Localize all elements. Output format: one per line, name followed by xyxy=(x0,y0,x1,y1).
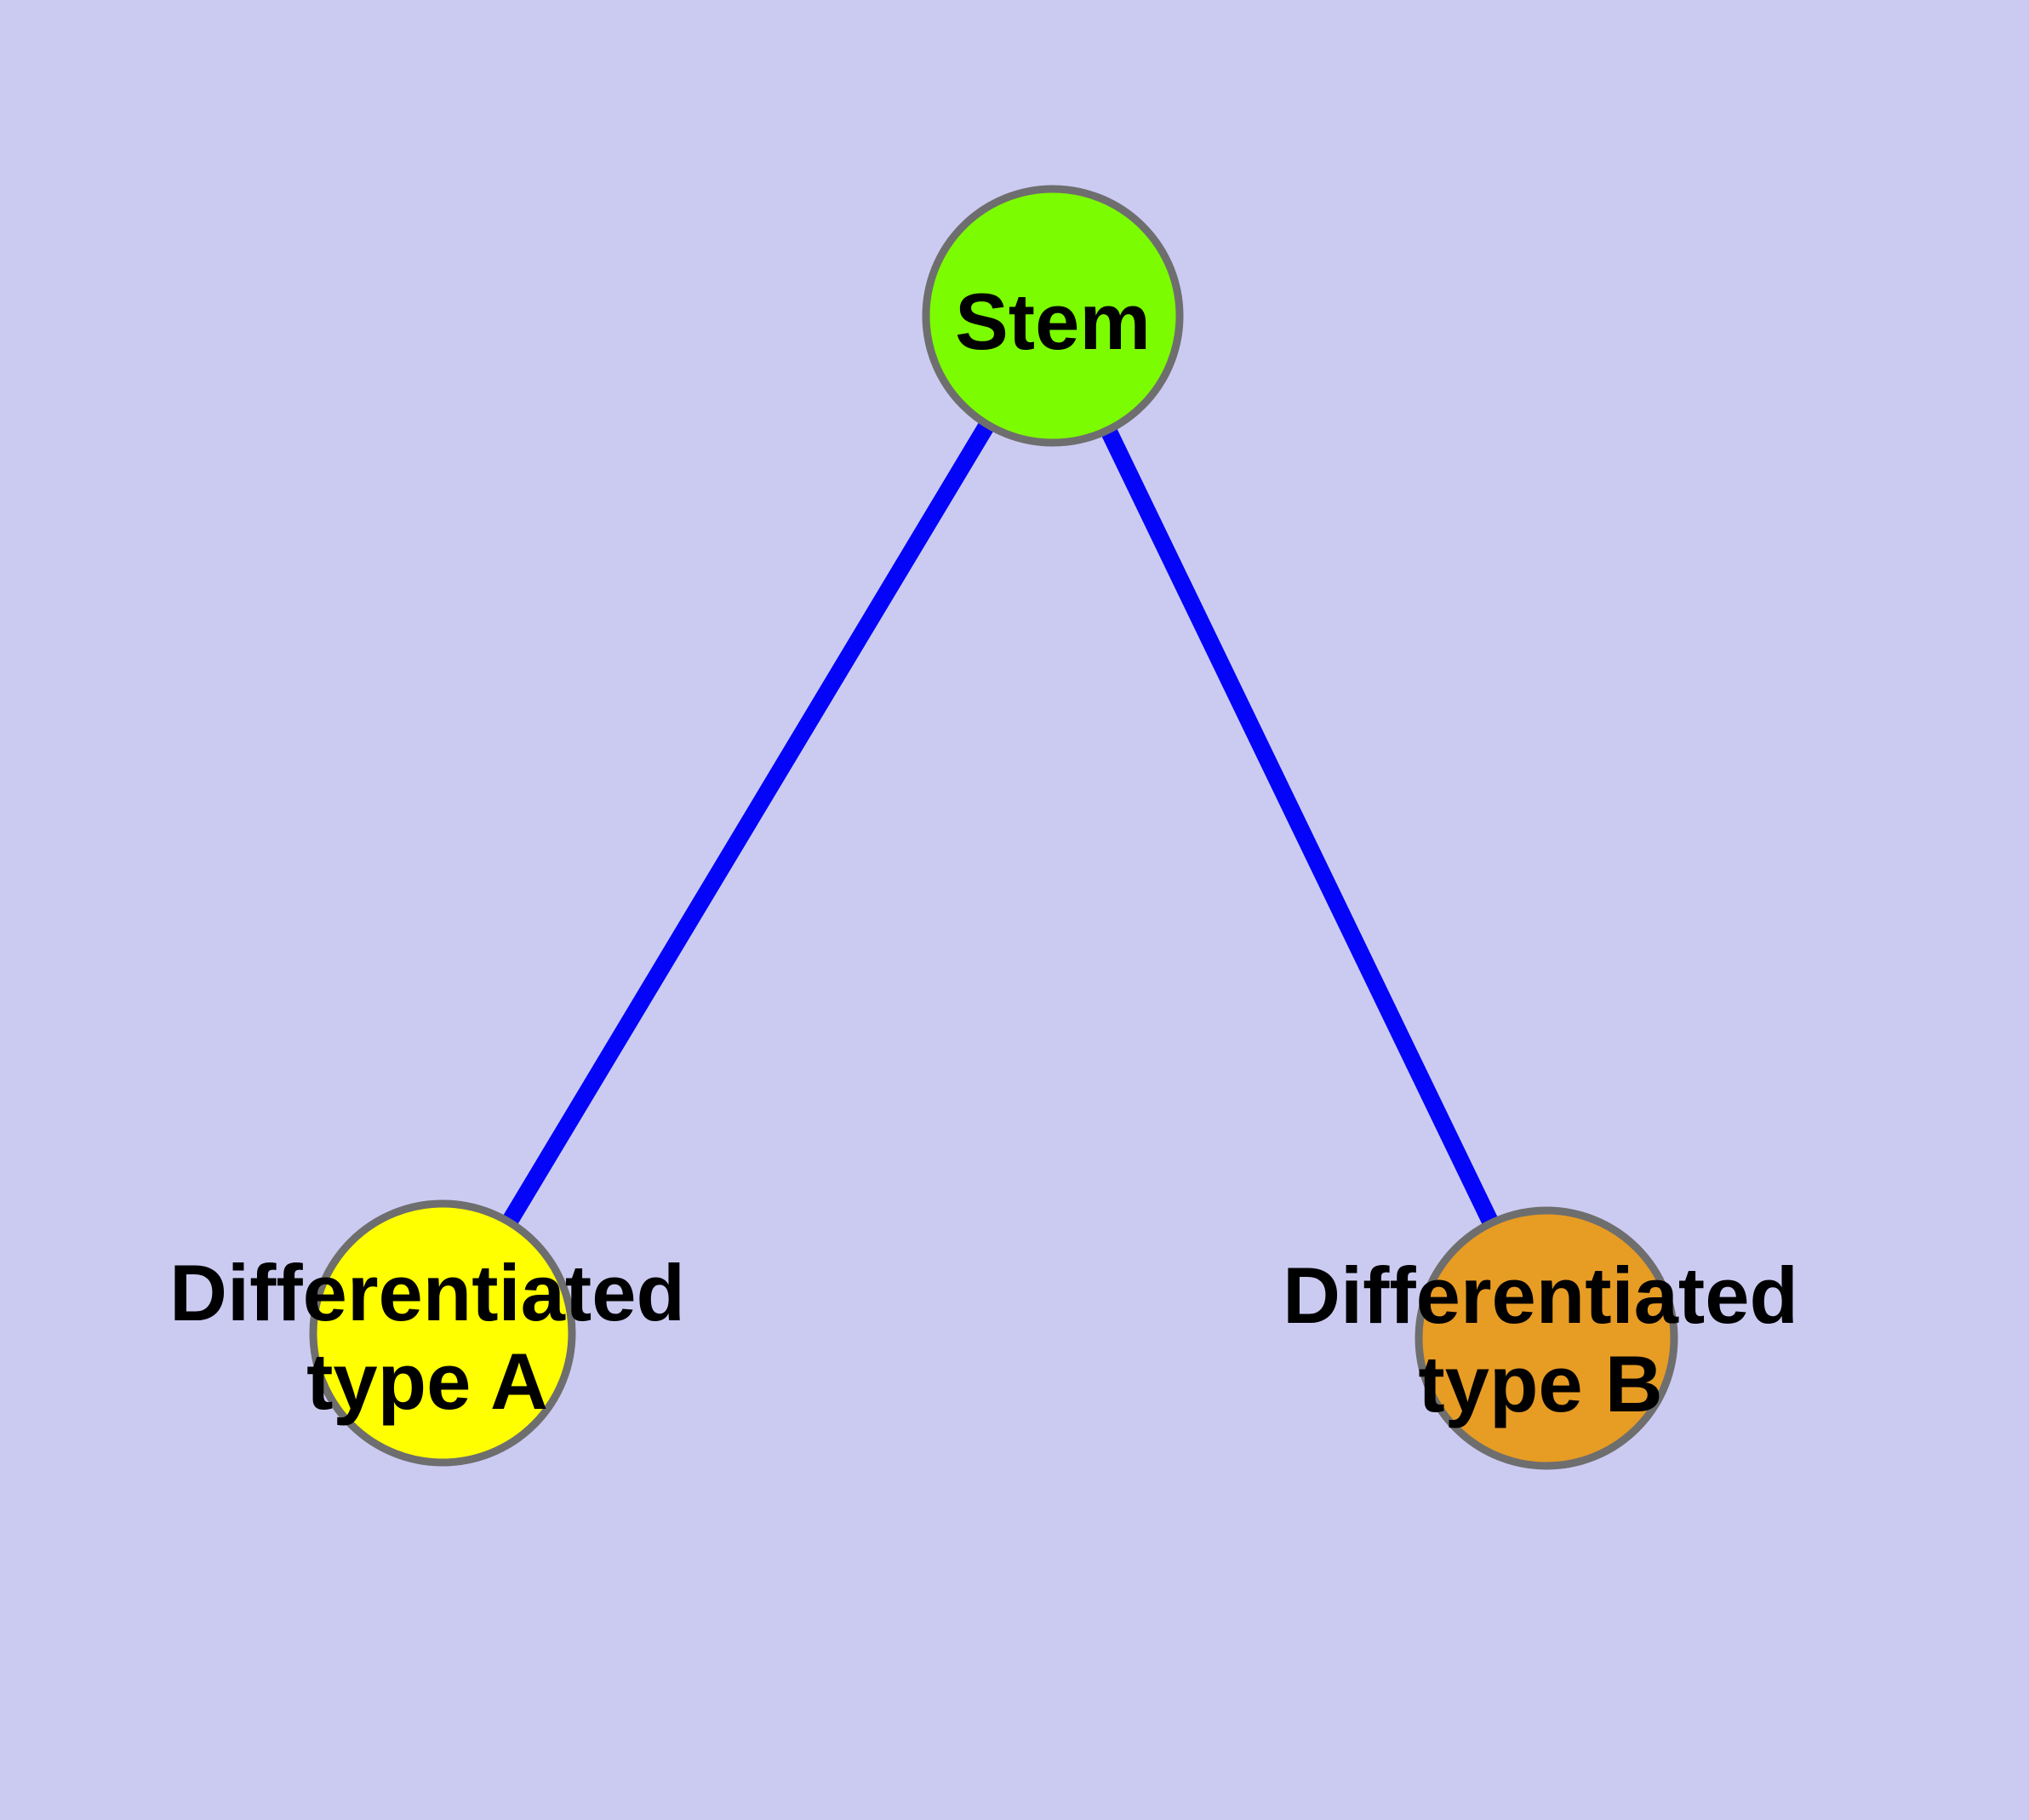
type-a-node-label-line2: type A xyxy=(306,1336,548,1426)
type-a-node-label-line1: Differentiated xyxy=(169,1248,685,1337)
differentiated-type-a-node: Differentiated type A xyxy=(169,1199,685,1467)
type-b-node-circle xyxy=(1415,1206,1678,1470)
edge-stem-to-type-a xyxy=(501,420,995,1228)
stem-node: Stem xyxy=(922,185,1184,447)
edge-stem-to-type-b xyxy=(1100,426,1500,1228)
stem-node-label: Stem xyxy=(955,277,1151,366)
type-b-node-label-line2: type B xyxy=(1418,1339,1662,1428)
stem-node-circle xyxy=(922,185,1184,447)
type-a-node-circle xyxy=(309,1199,576,1467)
type-b-node-label-line1: Differentiated xyxy=(1283,1251,1798,1340)
differentiated-type-b-node: Differentiated type B xyxy=(1283,1206,1798,1470)
